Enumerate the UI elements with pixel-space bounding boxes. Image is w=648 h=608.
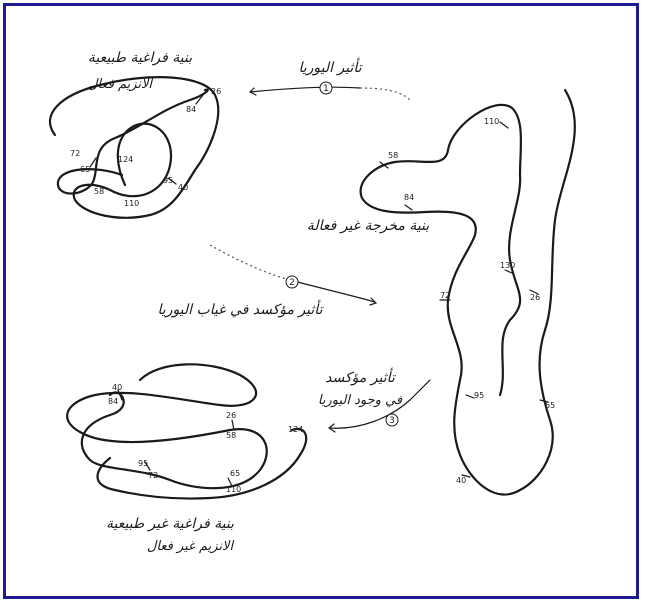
native-residue-label: 58 — [94, 187, 104, 196]
denatured-residue-label: 40 — [456, 476, 466, 485]
native-active-caption: الانزيم فعال — [88, 77, 153, 92]
scrambled-residue-label: 65 — [230, 469, 240, 478]
denatured-residue-label: 26 — [530, 293, 540, 302]
denatured-residue-label: 130 — [500, 261, 515, 270]
denatured-structure-caption: بنية مخرجة غير فعالة — [307, 218, 429, 234]
step-1-arrow: 1 — [250, 82, 410, 100]
native-residue-label: 110 — [124, 199, 139, 208]
scrambled-residue-label: 95 — [138, 459, 148, 468]
urea-effect-caption: تأثير اليوريا — [299, 57, 364, 76]
denatured-residue-label: 110 — [484, 117, 499, 126]
native-structure: 26 84 72 65 124 58 110 95 40 — [50, 77, 221, 218]
native-residue-label: 65 — [80, 165, 90, 174]
scrambled-residue-label: 72 — [148, 471, 158, 480]
oxidation-with-urea-caption-line1: تأثير مؤكسد — [325, 367, 397, 386]
scrambled-residue-label: 84 — [108, 397, 118, 406]
oxidation-no-urea-caption: تأثير مؤكسد في غياب اليوريا — [158, 299, 325, 318]
denatured-residue-label: 72 — [440, 291, 450, 300]
native-residue-label: 40 — [178, 183, 188, 192]
denatured-residue-label: 95 — [474, 391, 484, 400]
scrambled-residue-label: 58 — [226, 431, 236, 440]
native-structure-caption: بنية فراغية طبيعية — [88, 50, 192, 66]
step-1-number: 1 — [323, 84, 329, 94]
scrambled-structure: 40 84 26 58 95 72 65 110 124 — [67, 364, 306, 498]
step-2-number: 2 — [289, 278, 295, 288]
denatured-structure: 110 58 84 130 26 72 95 65 40 — [361, 90, 575, 495]
denatured-residue-label: 65 — [545, 401, 555, 410]
denatured-residue-label: 84 — [404, 193, 414, 202]
scrambled-structure-caption: بنية فراغية غير طبيعية — [106, 516, 234, 532]
native-residue-label: 84 — [186, 105, 196, 114]
scrambled-residue-label: 110 — [226, 485, 241, 494]
step-3-number: 3 — [389, 416, 395, 426]
scrambled-residue-label: 40 — [112, 383, 122, 392]
scrambled-residue-label: 26 — [226, 411, 236, 420]
native-residue-label: 95 — [163, 176, 173, 185]
step-2-arrow: 2 — [210, 245, 376, 305]
native-residue-label: 124 — [118, 155, 133, 164]
native-residue-label: 72 — [70, 149, 80, 158]
oxidation-with-urea-caption-line2: في وجود اليوريا — [318, 393, 403, 408]
scrambled-inactive-caption: الانزيم غير فعال — [147, 539, 235, 554]
denatured-residue-label: 58 — [388, 151, 398, 160]
native-residue-label: 26 — [211, 87, 221, 96]
scrambled-residue-label: 124 — [288, 425, 303, 434]
